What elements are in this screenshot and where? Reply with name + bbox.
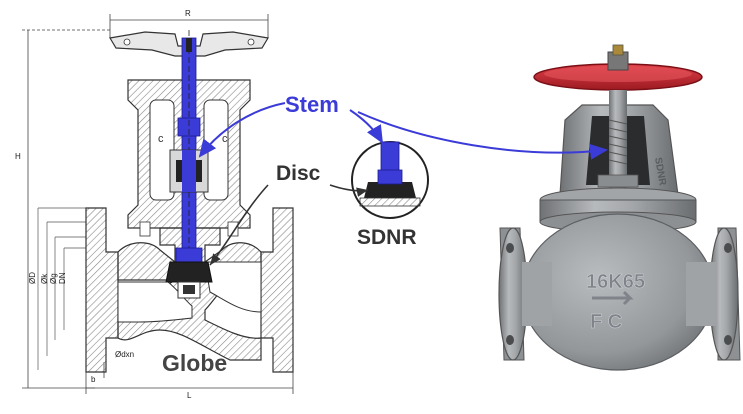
dim-od-label: ØD — [28, 272, 37, 284]
stem-thread — [609, 90, 627, 190]
sdnr-label: SDNR — [357, 226, 417, 249]
left-flange — [85, 207, 119, 373]
flow-channel — [117, 281, 193, 323]
stem-callout-arrows — [198, 102, 608, 160]
dimension-r — [109, 14, 269, 38]
dim-og-label: Øg — [49, 273, 58, 284]
valve-illustration: SDNR 16K65 F C — [498, 44, 741, 371]
stem-label: Stem — [285, 92, 339, 117]
dim-dn-label: DN — [58, 272, 67, 284]
dim-b-label: b — [91, 375, 96, 384]
disc-label: Disc — [276, 162, 321, 185]
disc-callout-arrows — [209, 184, 369, 266]
dim-ok-label: Øk — [40, 273, 49, 284]
globe-label: Globe — [162, 350, 228, 376]
dim-l-label: L — [187, 391, 192, 400]
dim-odxn-label: Ødxn — [115, 350, 135, 359]
disc-drawing — [165, 247, 213, 299]
dim-r-label: R — [185, 9, 191, 18]
handwheel-drawing — [109, 31, 269, 57]
svg-text:c: c — [222, 133, 228, 145]
casting-mark-text: F C — [590, 311, 622, 333]
flow-channel-outlet — [204, 261, 262, 313]
dim-h-label: H — [15, 152, 21, 161]
sdnr-inset — [351, 141, 429, 219]
technical-drawing: c c — [22, 14, 294, 394]
yoke-casting-text: SDNR — [652, 157, 668, 188]
svg-text:c: c — [158, 133, 164, 145]
right-flange — [260, 207, 294, 373]
dimension-h — [22, 29, 110, 389]
casting-model-text: 16K65 — [586, 271, 645, 293]
bonnet-bolts — [139, 221, 239, 237]
dimension-flange — [37, 207, 86, 370]
